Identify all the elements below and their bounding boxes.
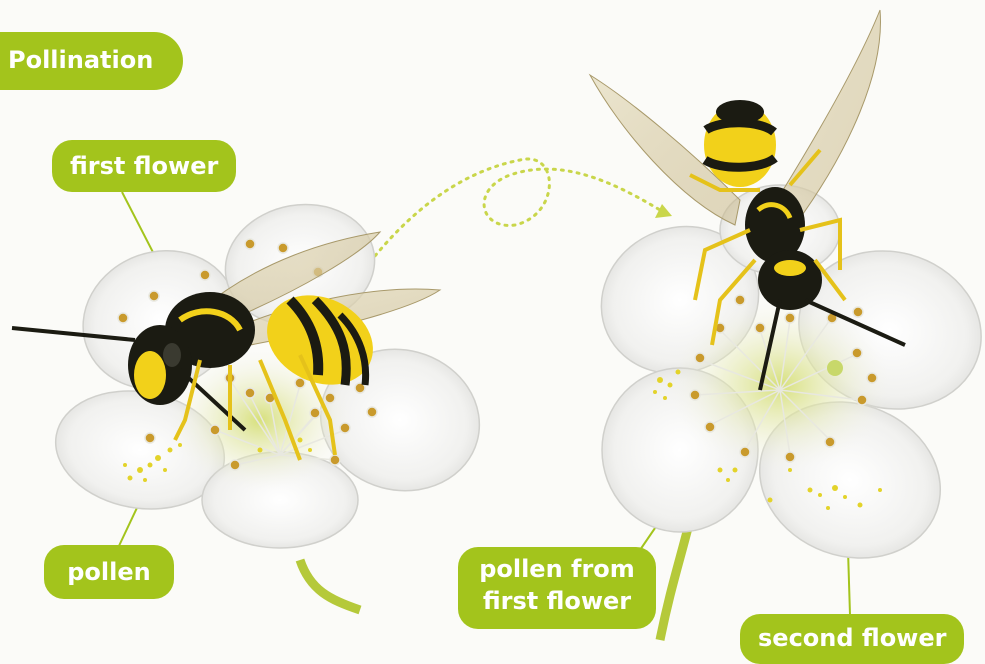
first-flower-label: first flower — [52, 140, 236, 192]
second-flower-stigma — [827, 360, 843, 376]
second-flower-leader — [848, 550, 850, 615]
first-flower-stem — [300, 560, 360, 610]
second-flower-label: second flower — [740, 614, 964, 664]
pollen-from-first-flower-label: pollen from first flower — [458, 547, 656, 629]
second-flower-stem — [660, 520, 690, 640]
arrowhead-icon — [655, 204, 672, 218]
flight-path-arrow — [370, 159, 672, 262]
page-title: Pollination — [0, 32, 183, 90]
pollen-label: pollen — [44, 545, 174, 599]
